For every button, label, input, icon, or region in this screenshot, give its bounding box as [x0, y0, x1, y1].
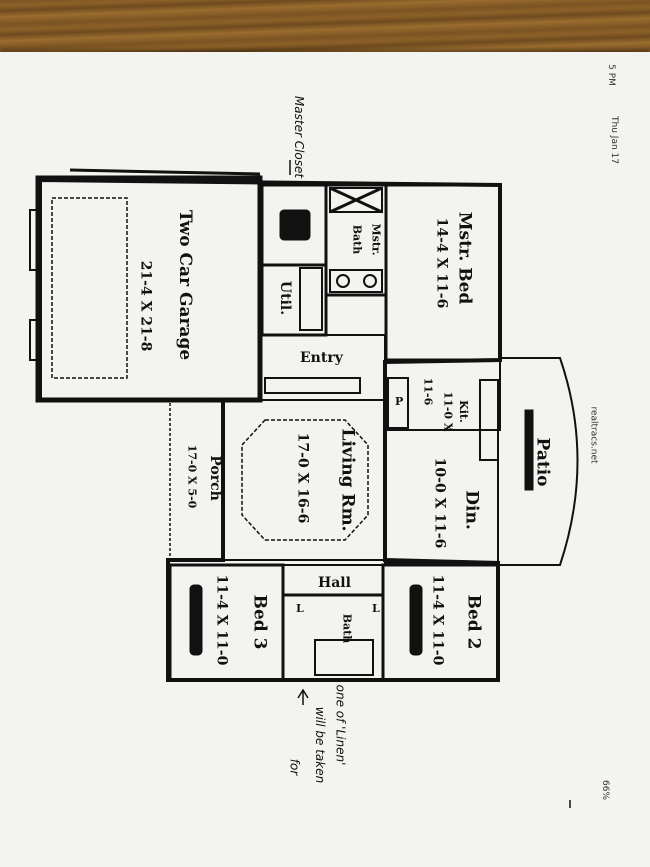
bath-label: Bath	[340, 613, 354, 644]
porch-label: Porch	[206, 455, 223, 501]
master-bed-dims: 14-4 X 11-6	[433, 217, 450, 309]
master-bath-label-2: Bath	[350, 224, 364, 255]
bed2-label: Bed 2	[463, 594, 484, 650]
patio-label: Patio	[532, 437, 553, 487]
patio-outline	[500, 357, 579, 566]
entry-area	[262, 334, 386, 401]
linen-note-line-1: one of 'Linen'	[333, 684, 348, 766]
bed2-dims: 11-4 X 11-0	[429, 574, 446, 666]
utility-label: Util.	[277, 280, 294, 316]
watermark-text: realtracs.net	[588, 406, 599, 464]
status-time: 5 PM	[605, 64, 616, 86]
linen-note-line-3: for	[287, 758, 302, 776]
bed3-label: Bed 3	[249, 594, 270, 650]
master-bath-label: Mstr.	[369, 223, 383, 256]
dining-room	[384, 429, 499, 564]
bedroom-3	[168, 563, 285, 682]
garage-slab	[51, 197, 128, 379]
linen-note-line-2: will be taken	[313, 706, 328, 784]
kitchen-dims: 11-0 X	[441, 391, 455, 432]
hall-label: Hall	[318, 575, 351, 591]
dining-dims: 10-0 X 11-6	[431, 457, 448, 549]
master-closet-note: Master Closet	[292, 95, 307, 179]
bed3-dims: 11-4 X 11-0	[213, 574, 230, 666]
linen-closet-left-label: L	[296, 602, 304, 615]
utility-room	[260, 263, 328, 337]
master-bed-label: Mstr. Bed	[454, 211, 475, 305]
porch-area	[169, 399, 224, 561]
kitchen-dims-2: 11-6	[421, 377, 435, 406]
status-date: Thu Jan 17	[608, 116, 619, 164]
living-room-label: Living Rm.	[337, 428, 358, 532]
status-battery: 66%	[600, 779, 611, 801]
garage-outline	[35, 175, 263, 403]
garage-label: Two Car Garage	[175, 209, 196, 361]
living-room-dims: 17-0 X 16-6	[294, 432, 311, 524]
entry-label: Entry	[300, 350, 343, 366]
dining-label: Din.	[461, 490, 482, 530]
pantry-label: P	[395, 395, 404, 408]
linen-closet-right-label: L	[372, 602, 380, 615]
porch-dims: 17-0 X 5-0	[185, 444, 199, 509]
garage-dims: 21-4 X 21-8	[137, 260, 154, 352]
kitchen-label: Kit.	[456, 400, 470, 423]
bedroom-2	[381, 563, 500, 682]
